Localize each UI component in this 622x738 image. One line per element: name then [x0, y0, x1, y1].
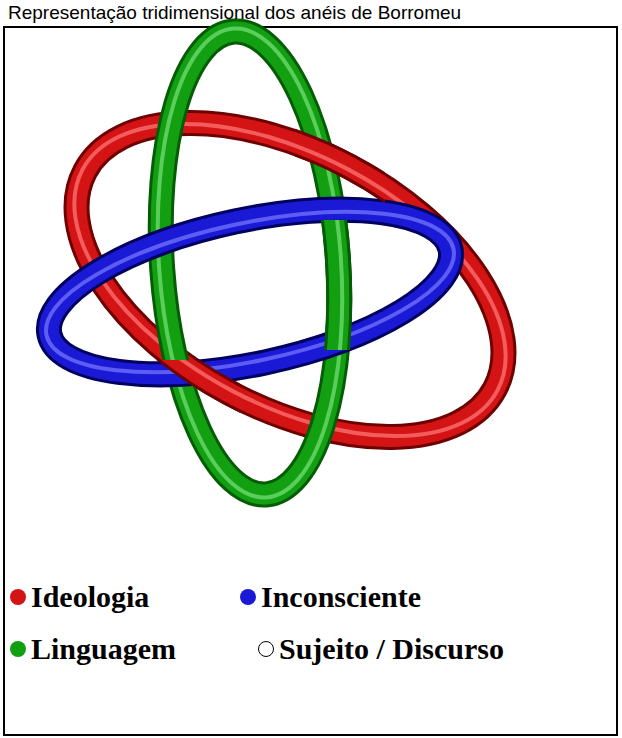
legend-label: Sujeito / Discurso — [279, 632, 504, 666]
title: Representação tridimensional dos anéis d… — [8, 2, 461, 24]
legend-label: Inconsciente — [261, 580, 421, 614]
legend-label: Linguagem — [31, 632, 176, 666]
legend-item: Linguagem — [10, 632, 176, 666]
legend-label: Ideologia — [31, 580, 149, 614]
legend-item: Inconsciente — [240, 580, 421, 614]
legend-item: Ideologia — [10, 580, 149, 614]
legend-swatch — [10, 641, 26, 657]
legend-swatch — [240, 589, 256, 605]
legend-swatch — [10, 589, 26, 605]
legend-swatch — [258, 641, 274, 657]
legend-item: Sujeito / Discurso — [258, 632, 504, 666]
